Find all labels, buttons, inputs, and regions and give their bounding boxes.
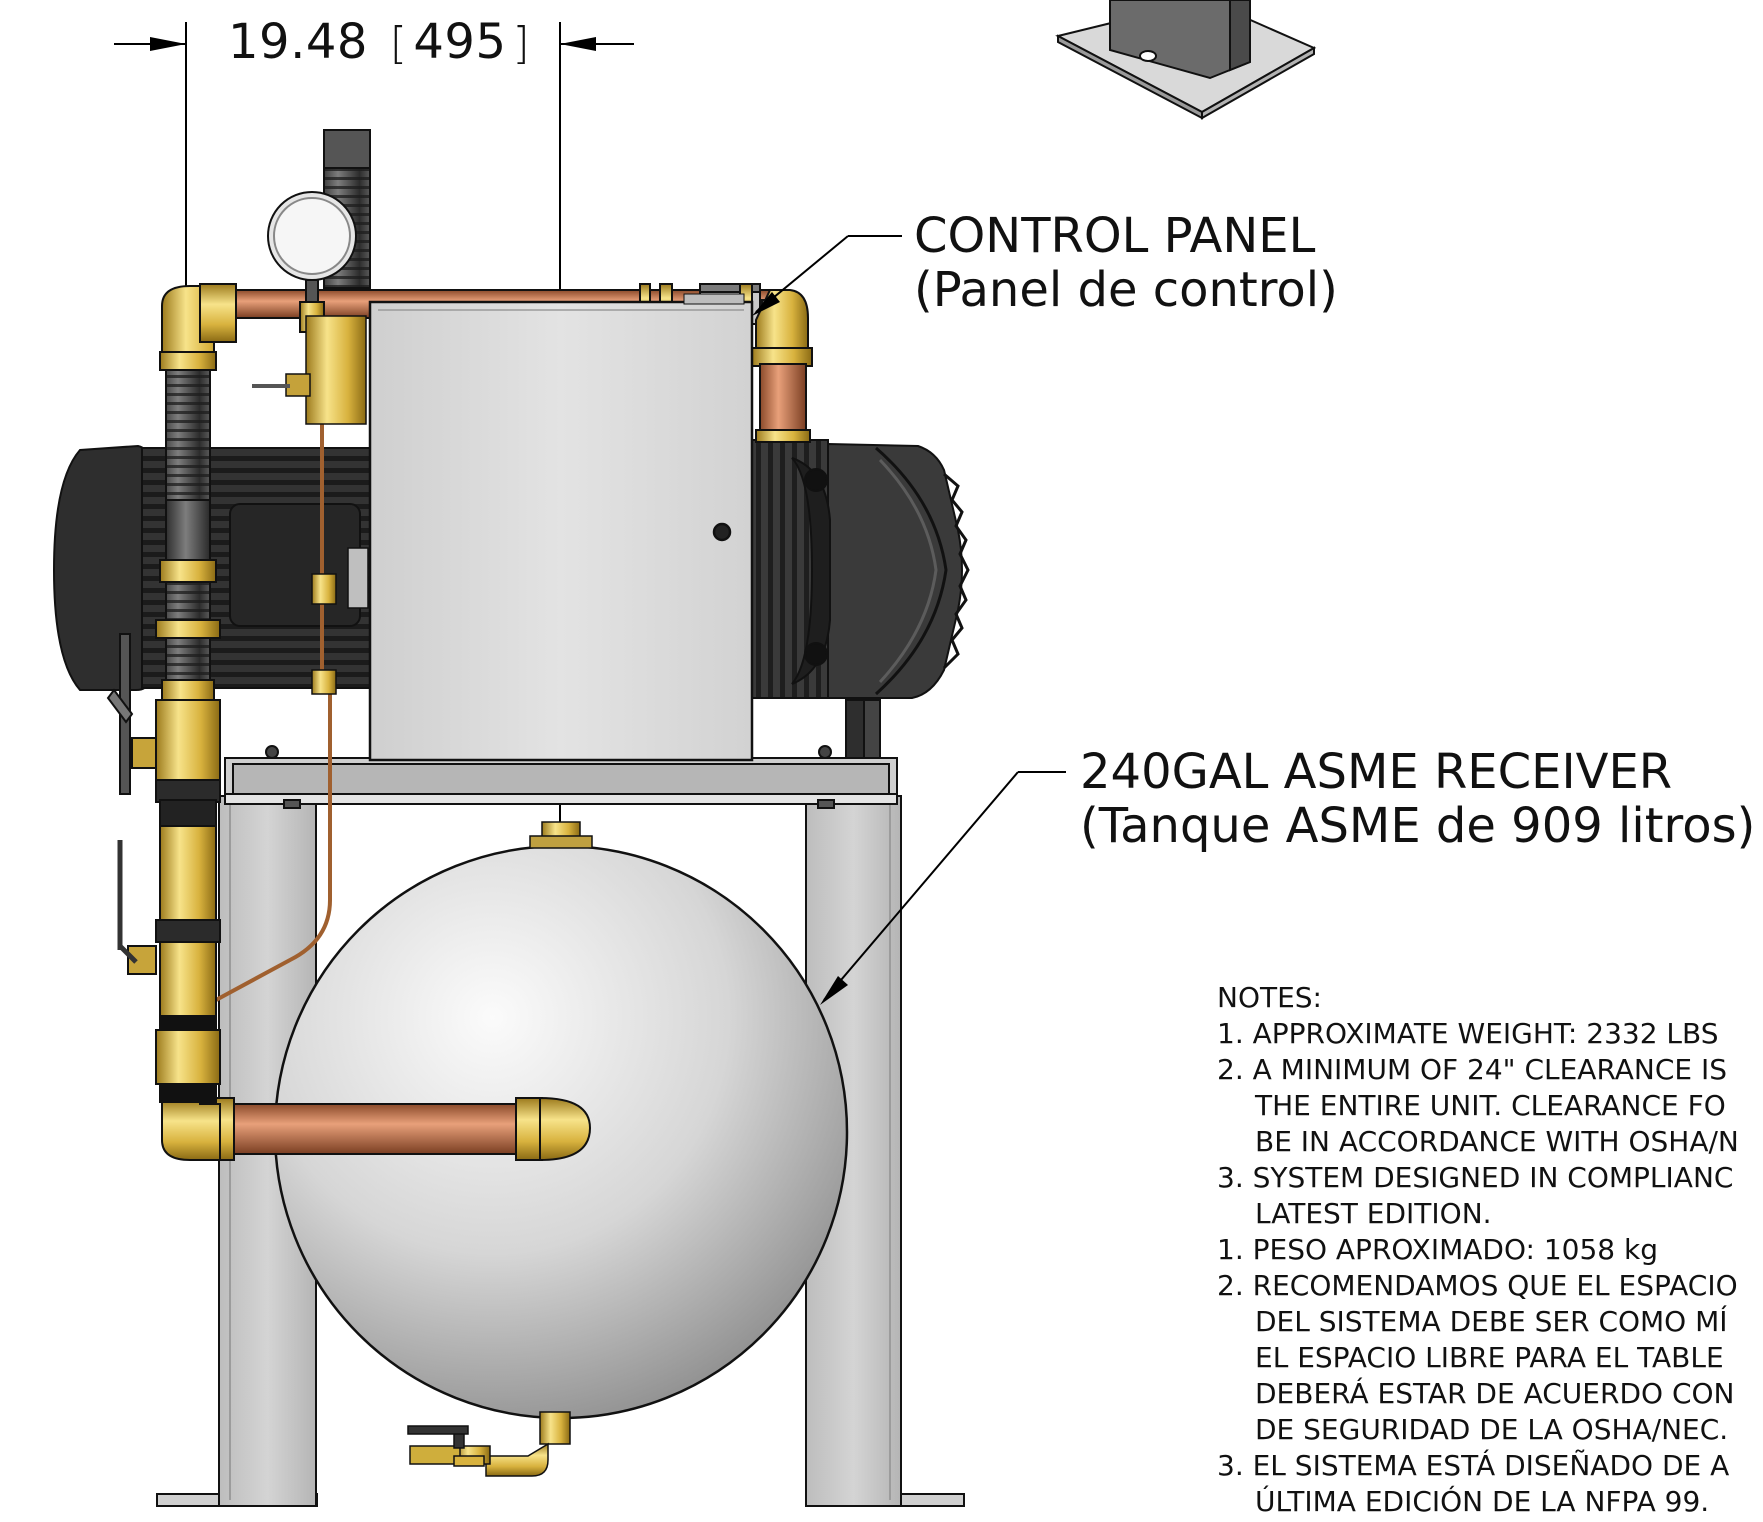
control-panel-box <box>368 293 754 762</box>
pressure-gauge-icon <box>267 129 371 333</box>
mounting-bracket-iso <box>1055 0 1317 120</box>
callout-control-panel-line1: CONTROL PANEL <box>914 208 1316 264</box>
note-line: 1. APPROXIMATE WEIGHT: 2332 LBS <box>1217 1017 1719 1050</box>
note-line: 1. PESO APROXIMADO: 1058 kg <box>1217 1233 1658 1266</box>
note-line: EL ESPACIO LIBRE PARA EL TABLE <box>1255 1341 1724 1374</box>
drain-valve-icon <box>407 1411 571 1477</box>
note-line: 3. EL SISTEMA ESTÁ DISEÑADO DE A <box>1217 1449 1730 1482</box>
dimension-mm: 495 <box>413 14 507 70</box>
leader-receiver <box>820 771 1066 1005</box>
note-line: 3. SYSTEM DESIGNED IN COMPLIANC <box>1217 1161 1734 1194</box>
dimension-inches: 19.48 <box>228 14 368 70</box>
callout-control-panel: CONTROL PANEL (Panel de control) <box>914 209 1338 317</box>
dimension-label: 19.48 [495] <box>228 14 536 70</box>
dimension-close-bracket: ] <box>512 18 531 69</box>
note-line: DEBERÁ ESTAR DE ACUERDO CON <box>1255 1377 1735 1410</box>
note-line: LATEST EDITION. <box>1255 1197 1492 1230</box>
callout-receiver-line1: 240GAL ASME RECEIVER <box>1080 744 1673 800</box>
control-tubing <box>215 315 369 1002</box>
note-line: ÚLTIMA EDICIÓN DE LA NFPA 99. <box>1255 1485 1710 1518</box>
callout-receiver: 240GAL ASME RECEIVER (Tanque ASME de 909… <box>1080 745 1755 853</box>
intake-assembly <box>117 283 237 1103</box>
note-line: DE SEGURIDAD DE LA OSHA/NEC. <box>1255 1413 1729 1446</box>
note-line: 2. A MINIMUM OF 24" CLEARANCE IS <box>1217 1053 1728 1086</box>
tank-inlet-pipe <box>161 1096 592 1162</box>
notes-title: NOTES: <box>1217 981 1322 1014</box>
callout-receiver-line2: (Tanque ASME de 909 litros) <box>1080 798 1756 854</box>
callout-control-panel-line2: (Panel de control) <box>914 262 1338 318</box>
motor-right <box>747 439 970 759</box>
dimension-open-bracket: [ <box>389 18 408 69</box>
note-line: 2. RECOMENDAMOS QUE EL ESPACIO <box>1217 1269 1738 1302</box>
note-line: THE ENTIRE UNIT. CLEARANCE FO <box>1255 1089 1726 1122</box>
note-line: DEL SISTEMA DEBE SER COMO MÍ <box>1255 1305 1728 1338</box>
note-line: BE IN ACCORDANCE WITH OSHA/N <box>1255 1125 1739 1158</box>
leader-control-panel <box>752 235 902 316</box>
notes-block: NOTES: 1. APPROXIMATE WEIGHT: 2332 LBS 2… <box>1217 980 1763 1522</box>
